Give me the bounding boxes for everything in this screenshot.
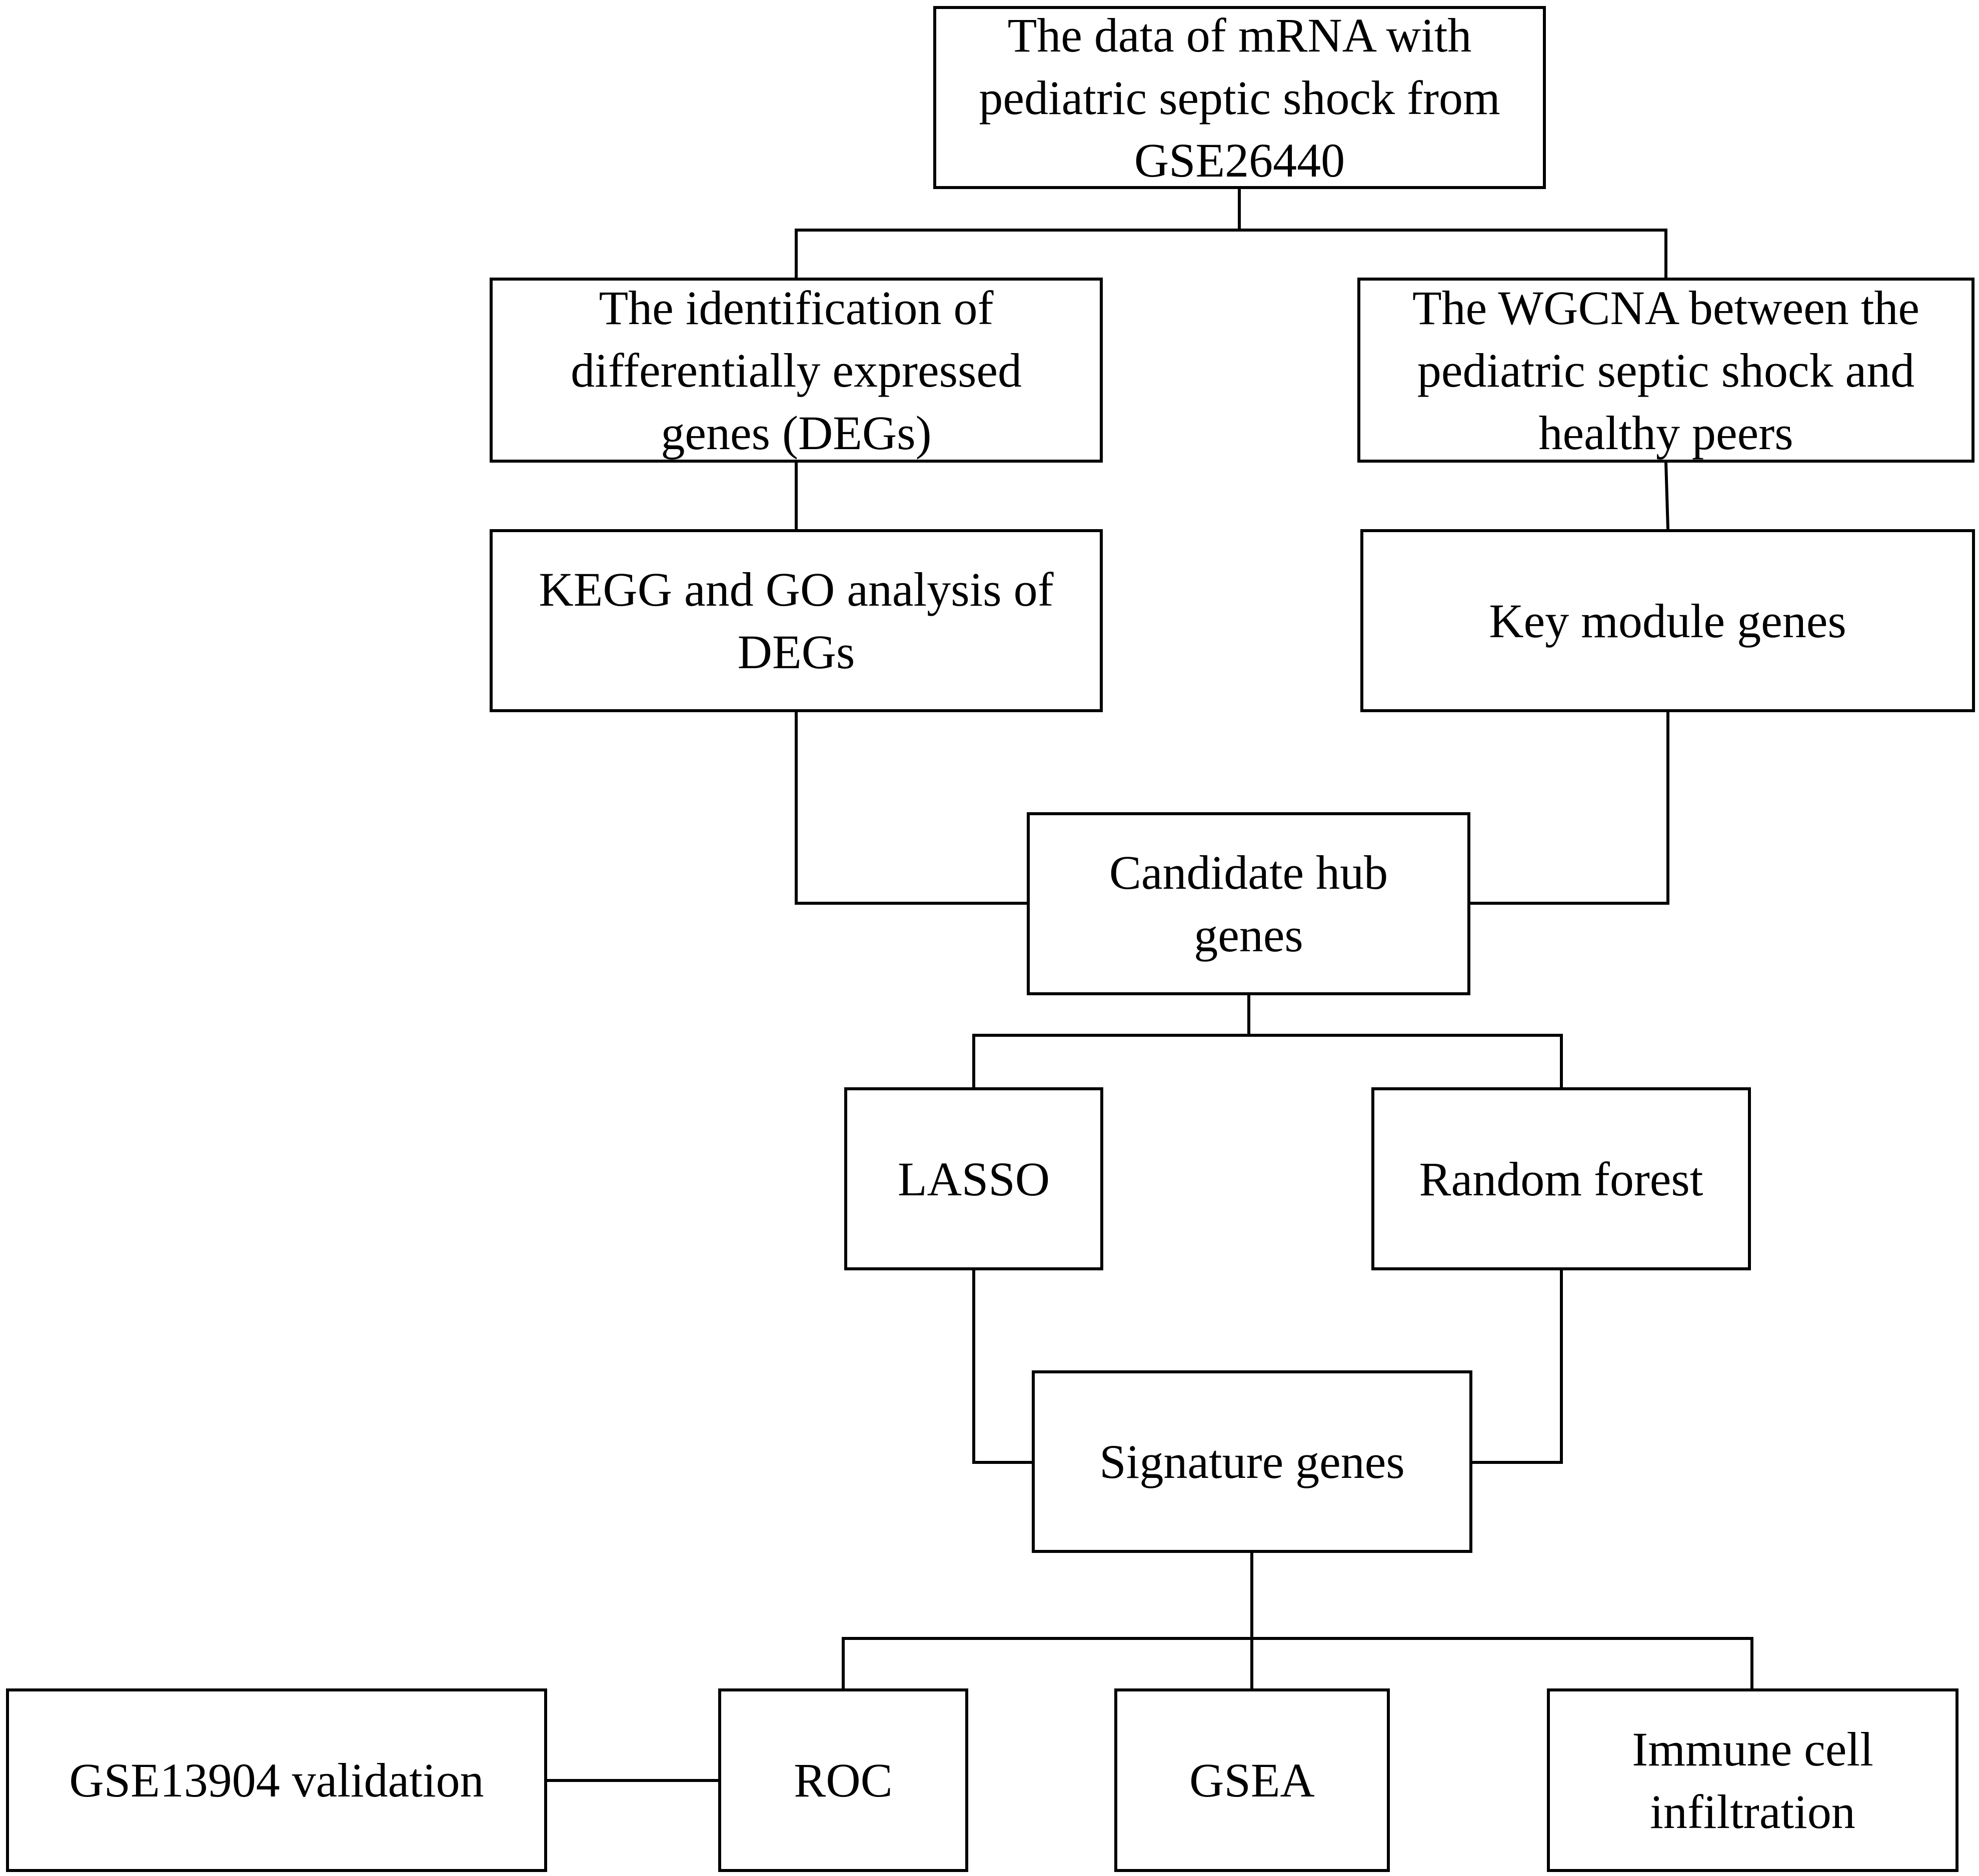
random-forest-box: Random forest: [1371, 1087, 1751, 1270]
connector-split-bottom: [842, 1637, 1753, 1690]
deg-identification-label: The identification of differentially exp…: [571, 281, 1022, 460]
connector-split-lasso-rf: [972, 1034, 1563, 1089]
candidate-hub-genes-label: Candidate hub genes: [1109, 846, 1388, 962]
deg-identification-box: The identification of differentially exp…: [490, 278, 1103, 463]
signature-genes-box: Signature genes: [1032, 1370, 1472, 1553]
wgcna-box: The WGCNA between the pediatric septic s…: [1357, 278, 1974, 463]
roc-label: ROC: [794, 1753, 893, 1807]
connector-kegg-to-candidate: [795, 711, 1028, 905]
immune-infiltration-box: Immune cell infiltration: [1547, 1688, 1958, 1872]
candidate-hub-genes-box: Candidate hub genes: [1027, 812, 1470, 995]
gse13904-validation-label: GSE13904 validation: [69, 1753, 484, 1807]
source-data-box: The data of mRNA with pediatric septic s…: [933, 6, 1546, 189]
key-module-genes-box: Key module genes: [1360, 529, 1975, 712]
key-module-genes-label: Key module genes: [1489, 594, 1846, 648]
random-forest-label: Random forest: [1419, 1152, 1703, 1206]
source-data-label: The data of mRNA with pediatric septic s…: [979, 8, 1500, 187]
gsea-label: GSEA: [1189, 1753, 1315, 1807]
kegg-go-box: KEGG and GO analysis of DEGs: [490, 529, 1103, 712]
wgcna-label: The WGCNA between the pediatric septic s…: [1412, 281, 1919, 460]
lasso-box: LASSO: [844, 1087, 1103, 1270]
connector-lasso-to-signature: [972, 1269, 1033, 1464]
gsea-box: GSEA: [1114, 1688, 1390, 1872]
connector-branch-to-deg: [795, 229, 1667, 279]
connector-wgcna-to-key-module: [1664, 461, 1670, 531]
gse13904-validation-box: GSE13904 validation: [6, 1688, 547, 1872]
connector-key-module-to-candidate: [1469, 711, 1669, 905]
signature-genes-label: Signature genes: [1099, 1435, 1405, 1488]
kegg-go-label: KEGG and GO analysis of DEGs: [539, 563, 1054, 679]
immune-infiltration-label: Immune cell infiltration: [1632, 1722, 1873, 1838]
connector-rf-to-signature: [1471, 1269, 1563, 1464]
lasso-label: LASSO: [897, 1152, 1050, 1206]
roc-box: ROC: [718, 1688, 968, 1872]
